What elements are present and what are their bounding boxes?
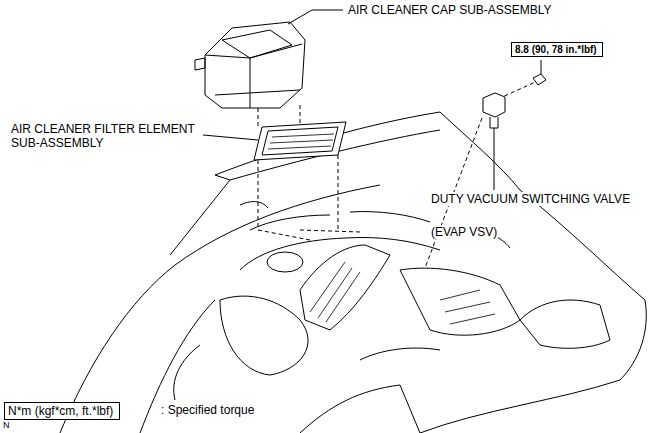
- part-name: (EVAP VSV): [430, 225, 498, 239]
- torque-box: 8.8 (90, 78 in.*lbf): [511, 42, 603, 57]
- part-name: AIR CLEANER FILTER ELEMENT SUB-ASSEMBLY: [10, 122, 202, 150]
- torque-value: N*m (kgf*cm, ft.*lbf): [8, 404, 116, 418]
- figure-code: N: [2, 420, 11, 431]
- part-name: AIR CLEANER CAP SUB-ASSEMBLY: [347, 3, 553, 17]
- part-name: DUTY VACUUM SWITCHING VALVE: [430, 192, 631, 206]
- legend-text: : Specified torque: [160, 403, 255, 417]
- torque-value: 8.8 (90, 78 in.*lbf): [515, 44, 599, 55]
- torque-legend-box: N*m (kgf*cm, ft.*lbf): [4, 402, 120, 420]
